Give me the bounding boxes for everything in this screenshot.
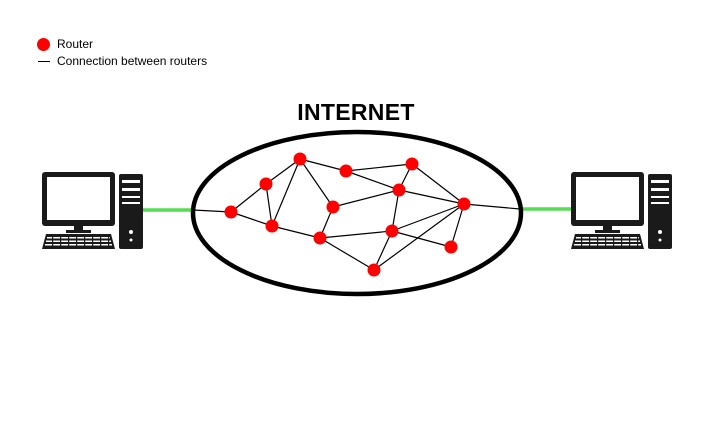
right-computer-icon bbox=[571, 172, 672, 249]
router-connection bbox=[373, 230, 393, 271]
router-connection bbox=[319, 237, 375, 271]
router-node bbox=[339, 164, 353, 178]
router-node bbox=[385, 224, 399, 238]
router-connection bbox=[271, 225, 321, 239]
router-connection bbox=[391, 230, 452, 248]
router-connection bbox=[319, 230, 393, 239]
router-node bbox=[293, 152, 307, 166]
internet-cloud bbox=[190, 129, 524, 297]
router-node bbox=[259, 177, 273, 191]
router-node bbox=[313, 231, 327, 245]
router-connection bbox=[265, 183, 273, 227]
router-connection bbox=[391, 203, 465, 232]
router-node bbox=[265, 219, 279, 233]
router-node bbox=[326, 200, 340, 214]
router-connection bbox=[299, 158, 334, 208]
router-connections bbox=[230, 158, 465, 271]
router-connection bbox=[230, 211, 273, 227]
legend-connection-row: Connection between routers bbox=[36, 53, 207, 70]
router-connection bbox=[411, 163, 465, 205]
router-connection bbox=[271, 158, 301, 227]
router-node bbox=[405, 157, 419, 171]
router-connection bbox=[332, 189, 400, 208]
router-connection bbox=[391, 189, 400, 232]
router-node bbox=[457, 197, 471, 211]
router-connection bbox=[345, 163, 413, 172]
router-node bbox=[224, 205, 238, 219]
routers bbox=[224, 152, 471, 277]
legend: Router Connection between routers bbox=[36, 36, 207, 70]
router-node bbox=[444, 240, 458, 254]
router-connection bbox=[265, 158, 301, 185]
router-connection bbox=[345, 170, 400, 191]
router-dot-icon bbox=[37, 38, 50, 51]
router-connection bbox=[373, 203, 465, 271]
router-connection bbox=[299, 158, 347, 172]
router-connection bbox=[230, 183, 267, 213]
router-node bbox=[367, 263, 381, 277]
router-node bbox=[392, 183, 406, 197]
legend-connection-label: Connection between routers bbox=[57, 54, 208, 68]
boundary-connection-right bbox=[463, 203, 521, 210]
router-connection bbox=[450, 203, 465, 248]
router-connection bbox=[398, 189, 465, 205]
left-computer-icon bbox=[42, 172, 143, 249]
legend-router-label: Router bbox=[57, 37, 94, 51]
internet-title: INTERNET bbox=[297, 99, 415, 125]
connection-line-icon bbox=[38, 61, 50, 62]
legend-router-row: Router bbox=[36, 36, 207, 53]
